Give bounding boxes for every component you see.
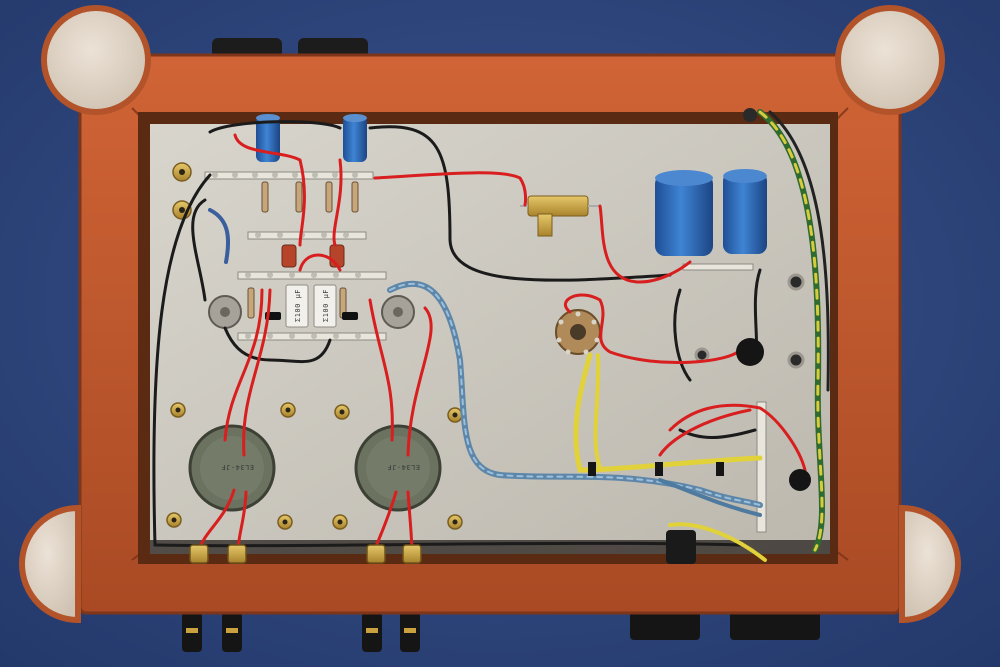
output-socket-right bbox=[354, 424, 442, 512]
film-cap-label-left: Σ100 μF bbox=[294, 289, 302, 322]
bottom-binding-posts bbox=[182, 610, 820, 652]
speaker-posts bbox=[189, 544, 422, 564]
felt-feet bbox=[19, 5, 961, 624]
black-wires bbox=[152, 120, 762, 548]
power-resistor bbox=[520, 195, 600, 237]
yellow-wires bbox=[573, 352, 767, 562]
large-electrolytic-capacitors bbox=[655, 169, 767, 256]
blue-wires bbox=[208, 208, 763, 517]
cable-ties bbox=[588, 462, 724, 476]
fuse-holder bbox=[666, 338, 811, 564]
driver-socket-left bbox=[208, 295, 242, 329]
output-socket-left bbox=[188, 424, 276, 512]
driver-socket-right bbox=[381, 295, 415, 329]
small-resistors bbox=[247, 181, 359, 319]
socket-label-right: EL34-JF bbox=[387, 463, 420, 471]
film-cap-label-right: Σ100 μF bbox=[322, 289, 330, 322]
socket-label-left: EL34-JF bbox=[221, 463, 254, 471]
rectifier-socket bbox=[555, 309, 601, 355]
film-capacitors bbox=[285, 284, 337, 328]
top-connectors bbox=[212, 38, 368, 58]
mains-cable bbox=[757, 109, 830, 553]
